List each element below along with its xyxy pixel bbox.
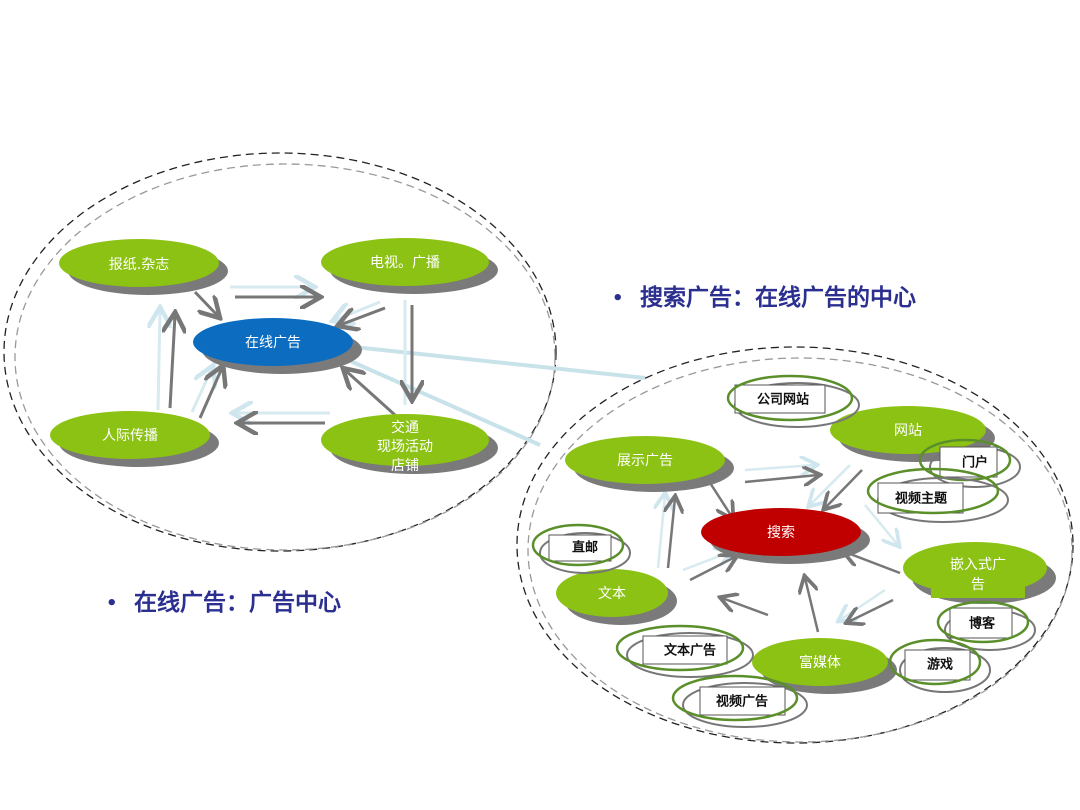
- node-label: 搜索: [767, 524, 795, 541]
- bullet-marker: •: [106, 593, 118, 614]
- tag-label: 视频广告: [716, 694, 768, 710]
- bullet-text: 搜索广告：在线广告的中心: [640, 285, 916, 311]
- bullet-text: 在线广告：广告中心: [134, 590, 341, 616]
- node-search: 搜索: [701, 508, 870, 564]
- tag-text-ad: 文本广告: [615, 624, 754, 678]
- tag-label: 游戏: [927, 657, 953, 673]
- tag-video-ad: 视频广告: [671, 674, 808, 728]
- tag-label: 博客: [969, 616, 996, 632]
- tag-company-site: 公司网站: [726, 374, 860, 428]
- left-arrows: [158, 287, 412, 423]
- tag-label: 文本广告: [664, 643, 716, 659]
- node-traffic-events-stores: 交通 现场活动 店铺: [321, 414, 498, 474]
- tag-label: 视频主题: [895, 491, 948, 507]
- bullet-search-ads: • 搜索广告：在线广告的中心: [612, 278, 916, 312]
- node-online-ads: 在线广告: [193, 318, 362, 374]
- tag-label: 公司网站: [757, 392, 809, 408]
- node-rich-media: 富媒体: [752, 638, 897, 694]
- node-label: 富媒体: [799, 654, 841, 671]
- node-tv-radio: 电视。广播: [321, 238, 498, 294]
- node-label: 交通: [391, 419, 419, 436]
- node-label: 报纸.杂志: [109, 257, 169, 273]
- node-label: 嵌入式广: [950, 557, 1006, 573]
- bullet-online-ads: • 在线广告：广告中心: [106, 583, 341, 617]
- node-label: 告: [971, 577, 985, 593]
- node-word-of-mouth: 人际传播: [50, 411, 219, 467]
- tag-video-topic: 视频主题: [866, 467, 1009, 523]
- node-label: 现场活动: [377, 439, 433, 455]
- tag-direct-mail: 直邮: [531, 523, 631, 574]
- node-embedded-ads: 嵌入式广 告: [903, 542, 1056, 604]
- node-label: 人际传播: [102, 428, 158, 444]
- node-text: 文本: [556, 569, 677, 625]
- bullet-marker: •: [612, 288, 624, 309]
- right-cluster-boundary: [516, 346, 1074, 744]
- node-label: 展示广告: [617, 453, 673, 469]
- tag-game: 游戏: [888, 638, 991, 693]
- right-arrows: [658, 465, 900, 633]
- tag-blog: 博客: [936, 600, 1036, 651]
- tag-label: 门户: [962, 455, 988, 471]
- node-label: 店铺: [391, 458, 419, 474]
- node-label: 文本: [598, 586, 626, 602]
- node-label: 网站: [894, 423, 922, 439]
- node-newspaper-magazine: 报纸.杂志: [59, 239, 228, 295]
- node-label: 电视。广播: [370, 255, 440, 271]
- left-cluster-boundary: [3, 152, 557, 552]
- node-display-ads: 展示广告: [565, 436, 734, 492]
- tag-label: 直邮: [572, 540, 598, 556]
- node-label: 在线广告: [245, 335, 301, 351]
